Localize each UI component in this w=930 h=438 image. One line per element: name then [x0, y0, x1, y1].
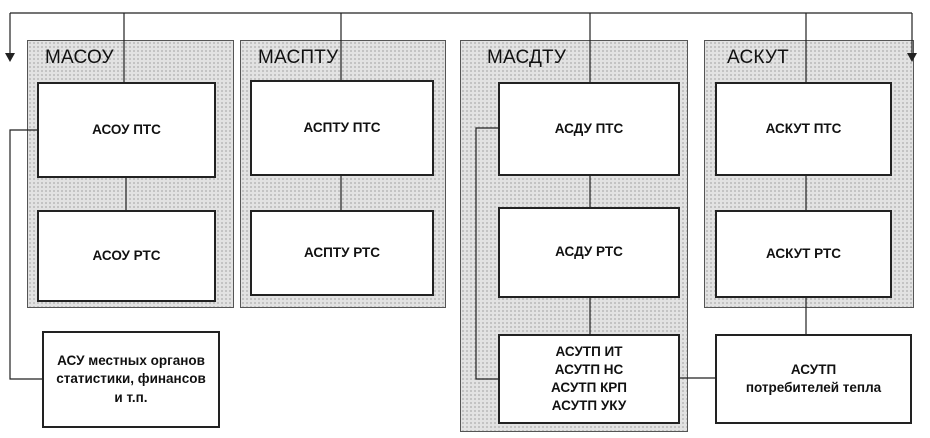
askut-rts-box: АСКУТ РТС	[715, 210, 892, 298]
asu-local-authorities-box: АСУ местных органов статистики, финансов…	[42, 331, 220, 428]
asdu-pts-box: АСДУ ПТС	[498, 82, 680, 176]
asutp-list-box: АСУТП ИТ АСУТП НС АСУТП КРП АСУТП УКУ	[498, 334, 680, 424]
asutp-consumers-box: АСУТП потребителей тепла	[715, 334, 912, 424]
aspty-rts-box: АСПТУ РТС	[250, 210, 434, 296]
group-title: МАСОУ	[45, 47, 114, 68]
group-title: МАСДТУ	[487, 47, 567, 68]
askut-pts-box: АСКУТ ПТС	[715, 82, 892, 176]
group-title: АСКУТ	[727, 47, 789, 68]
group-title: МАСПТУ	[258, 47, 339, 68]
asou-pts-box: АСОУ ПТС	[37, 82, 216, 178]
aspty-pts-box: АСПТУ ПТС	[250, 80, 434, 176]
asou-rts-box: АСОУ РТС	[37, 210, 216, 302]
asdu-rts-box: АСДУ РТС	[498, 207, 680, 298]
